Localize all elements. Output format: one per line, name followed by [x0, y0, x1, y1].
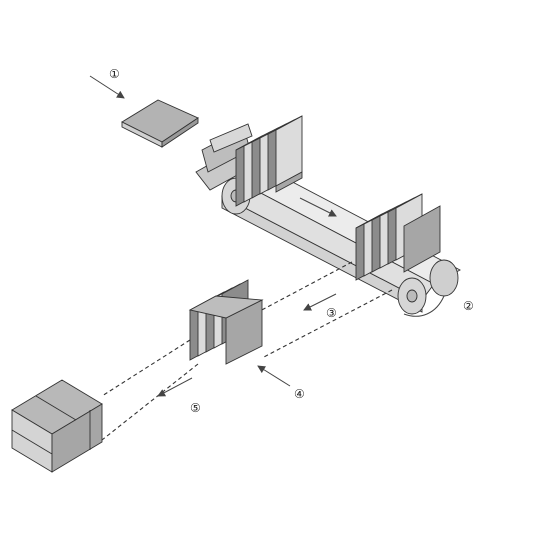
- arrow-step4: [257, 365, 291, 387]
- label-step5: ⑤: [190, 401, 201, 415]
- label-step4: ④: [294, 387, 305, 401]
- book-bundle: [188, 279, 264, 365]
- arrow-step5: [157, 377, 193, 397]
- book-stack-left: [235, 115, 303, 207]
- label-step1: ①: [109, 67, 120, 81]
- arrow-step1: [89, 75, 125, 99]
- shipping-box: [11, 379, 103, 473]
- incoming-sheet: [121, 99, 199, 148]
- label-step3: ③: [326, 306, 337, 320]
- label-step2: ②: [463, 299, 474, 313]
- transfer-lines: [101, 261, 393, 441]
- book-stack-right: [355, 193, 441, 281]
- belt-direction-arrow: [299, 197, 337, 217]
- arrow-step3: [303, 293, 337, 311]
